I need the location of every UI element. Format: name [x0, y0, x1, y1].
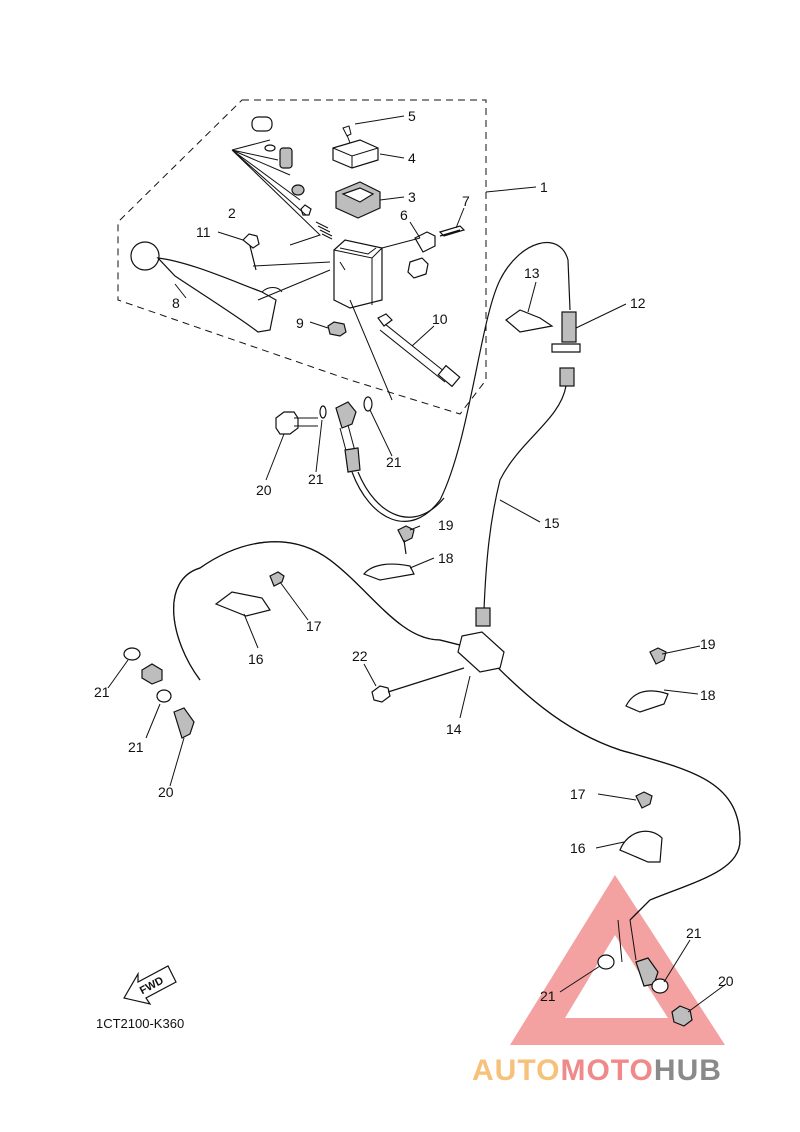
right-clamp-parts	[619, 647, 669, 863]
callout-19-lower: 19	[700, 636, 716, 652]
callout-13: 13	[524, 265, 540, 281]
callout-11: 11	[196, 224, 211, 240]
main-brake-hose	[173, 541, 741, 921]
watermark-triangle	[510, 875, 725, 1045]
watermark-text-hub: HUB	[654, 1054, 722, 1087]
callout-21-top-b: 21	[386, 454, 402, 470]
lower-right-banjo	[597, 954, 693, 1027]
callout-20-right: 20	[718, 973, 734, 989]
callout-10: 10	[432, 311, 448, 327]
callout-15: 15	[544, 515, 560, 531]
callout-18-lower: 18	[700, 687, 716, 703]
watermark-text-moto: MOTO	[560, 1054, 653, 1087]
callout-20-left: 20	[158, 784, 174, 800]
callout-20-top: 20	[256, 482, 272, 498]
leader-lines	[107, 115, 727, 1013]
callout-21-left-a: 21	[94, 684, 110, 700]
piston-kit-parts	[231, 116, 333, 246]
watermark-text: AUTOMOTOHUB	[472, 1054, 722, 1087]
callout-21-right-b: 21	[540, 988, 556, 1004]
callout-4: 4	[408, 150, 416, 166]
lower-left-banjo	[123, 647, 195, 739]
callout-21-left-b: 21	[128, 739, 144, 755]
hose-joint-parts	[505, 309, 581, 387]
upper-brake-hose	[351, 242, 571, 522]
reservoir-cap-parts	[242, 125, 466, 309]
callout-17-right: 17	[570, 786, 586, 802]
callout-7: 7	[462, 193, 470, 209]
callout-8: 8	[172, 295, 180, 311]
callout-2: 2	[228, 205, 236, 221]
callout-21-right-a: 21	[686, 925, 702, 941]
callout-1: 1	[540, 179, 548, 195]
callout-5: 5	[408, 108, 416, 124]
callout-16-left: 16	[248, 651, 264, 667]
brake-pipe	[483, 385, 567, 611]
callout-17-left: 17	[306, 618, 322, 634]
assembly-boundary	[117, 99, 487, 415]
callout-21-top-a: 21	[308, 471, 324, 487]
callout-6: 6	[400, 207, 408, 223]
callout-16-right: 16	[570, 840, 586, 856]
fwd-arrow-icon: FWD	[123, 965, 177, 1005]
callout-18-upper: 18	[438, 550, 454, 566]
diagram-part-code: 1CT2100-K360	[96, 1016, 184, 1031]
callout-22: 22	[352, 648, 368, 664]
callout-3: 3	[408, 189, 416, 205]
lower-hose-end	[617, 919, 637, 963]
left-clamp-parts	[214, 525, 415, 617]
callout-labels: 1 2 3 4 5 6 7 8 9 10 11 12 13 14 15 16 1…	[94, 108, 734, 1004]
watermark-logo	[510, 875, 725, 1045]
callout-9: 9	[296, 315, 304, 331]
callout-12: 12	[630, 295, 646, 311]
upper-banjo-parts	[275, 396, 373, 473]
switch-parts	[327, 313, 461, 388]
callout-14: 14	[446, 721, 462, 737]
callout-19-upper: 19	[438, 517, 454, 533]
watermark-text-auto: AUTO	[472, 1054, 560, 1087]
bolt-22	[371, 667, 465, 703]
brake-lever	[130, 241, 283, 333]
